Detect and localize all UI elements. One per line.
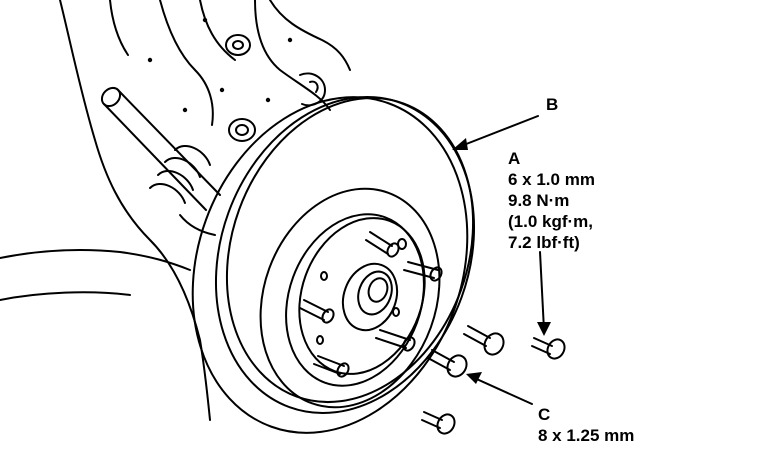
- arrowheads: [452, 138, 551, 384]
- bolt-c: [427, 349, 468, 378]
- screw-lower: [421, 411, 456, 435]
- callout-b-letter: B: [546, 95, 559, 114]
- bolt-upper: [463, 325, 505, 356]
- leader-line-a: [539, 251, 545, 331]
- callout-c-letter: C: [538, 405, 551, 424]
- leader-line-c: [469, 375, 533, 405]
- wheel-stud: [299, 299, 335, 324]
- callout-a-torque-kgf: (1.0 kgf·m,: [508, 212, 594, 231]
- callout-c: C 8 x 1.25 mm: [538, 404, 634, 446]
- wheel-stud: [365, 231, 400, 258]
- callout-a: A 6 x 1.0 mm 9.8 N·m (1.0 kgf·m, 7.2 lbf…: [508, 148, 595, 253]
- rotor-hole: [316, 335, 324, 345]
- arrowhead-b: [452, 138, 468, 150]
- arrowhead-a: [537, 322, 551, 336]
- brake-rotor: [191, 95, 476, 434]
- hub-center: [341, 262, 399, 332]
- wheel-stud: [313, 355, 350, 378]
- screw-a: [531, 337, 566, 360]
- callout-a-torque-nm: 9.8 N·m: [508, 191, 570, 210]
- wheel-stud: [375, 329, 416, 352]
- rotor-hole: [392, 307, 400, 317]
- arrowhead-c: [466, 372, 482, 384]
- callout-a-letter: A: [508, 149, 521, 168]
- leader-lines: [455, 115, 545, 405]
- drive-shaft: [100, 86, 221, 236]
- callout-c-size: 8 x 1.25 mm: [538, 426, 635, 445]
- knuckle-outline: [0, 0, 351, 421]
- rotor-hole: [397, 238, 407, 250]
- leader-line-b: [455, 115, 539, 149]
- callout-a-size: 6 x 1.0 mm: [508, 170, 595, 189]
- rotor-hole: [320, 271, 328, 281]
- wheel-stud: [403, 261, 443, 282]
- callout-b: B: [546, 94, 558, 115]
- wheel-studs: [299, 231, 443, 378]
- callout-a-torque-lbf: 7.2 lbf·ft): [508, 233, 580, 252]
